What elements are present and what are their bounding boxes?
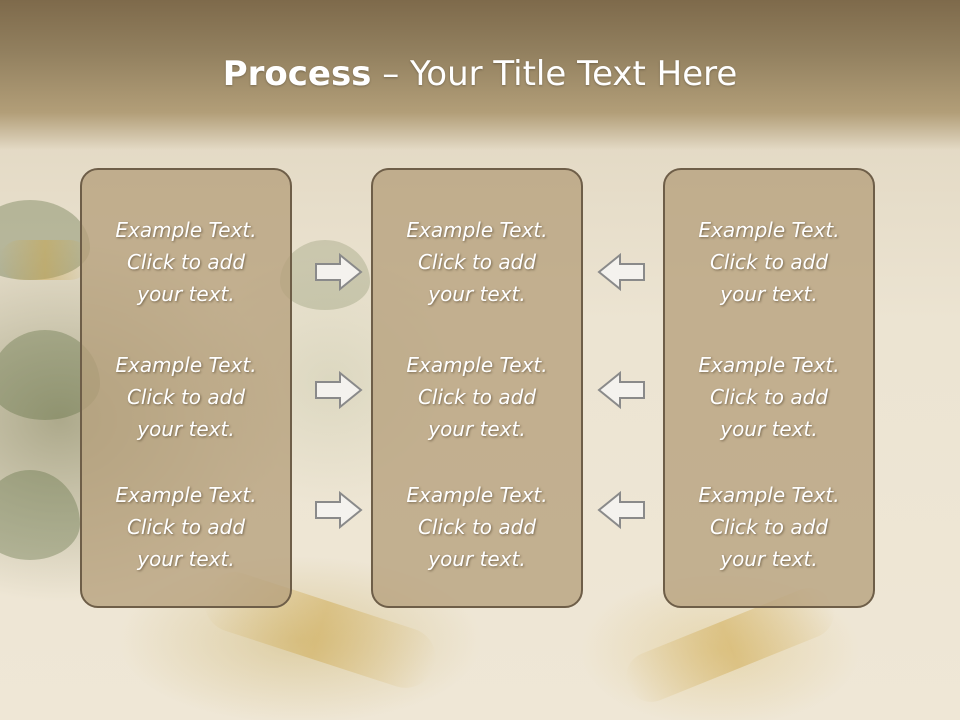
text-line: your text. [720, 282, 818, 306]
left-arrow-icon[interactable] [596, 252, 646, 292]
right-arrow-icon[interactable] [314, 370, 364, 410]
text-placeholder[interactable]: Example Text. Click to add your text. [82, 214, 290, 310]
title-bold-text: Process [222, 54, 372, 94]
text-placeholder[interactable]: Example Text. Click to add your text. [373, 214, 581, 310]
text-placeholder[interactable]: Example Text. Click to add your text. [373, 349, 581, 445]
title-rest-text: – Your Title Text Here [371, 54, 738, 94]
left-arrow-icon[interactable] [596, 370, 646, 410]
text-line: your text. [428, 547, 526, 571]
text-line: Click to add [417, 515, 537, 539]
text-placeholder[interactable]: Example Text. Click to add your text. [665, 479, 873, 575]
text-line: Example Text. [698, 218, 840, 242]
text-placeholder[interactable]: Example Text. Click to add your text. [665, 214, 873, 310]
process-box-left[interactable]: Example Text. Click to add your text. Ex… [80, 168, 292, 608]
right-arrow-icon[interactable] [314, 252, 364, 292]
text-line: Example Text. [406, 483, 548, 507]
text-line: your text. [137, 282, 235, 306]
text-line: Click to add [709, 515, 829, 539]
text-line: your text. [720, 417, 818, 441]
text-line: Click to add [709, 250, 829, 274]
left-arrow-icon[interactable] [596, 490, 646, 530]
text-line: your text. [137, 417, 235, 441]
header-band [0, 0, 960, 150]
text-line: Example Text. [698, 483, 840, 507]
ribbon-decoration [0, 240, 90, 280]
text-line: Example Text. [406, 353, 548, 377]
text-line: Click to add [417, 385, 537, 409]
process-box-right[interactable]: Example Text. Click to add your text. Ex… [663, 168, 875, 608]
leaf-decoration [0, 470, 80, 560]
text-line: Example Text. [115, 353, 257, 377]
text-placeholder[interactable]: Example Text. Click to add your text. [665, 349, 873, 445]
text-placeholder[interactable]: Example Text. Click to add your text. [373, 479, 581, 575]
text-line: Example Text. [115, 483, 257, 507]
text-line: Example Text. [698, 353, 840, 377]
text-line: Click to add [126, 250, 246, 274]
slide-title[interactable]: Process – Your Title Text Here [0, 52, 960, 96]
text-line: your text. [720, 547, 818, 571]
text-line: Example Text. [406, 218, 548, 242]
text-placeholder[interactable]: Example Text. Click to add your text. [82, 479, 290, 575]
text-line: Click to add [126, 515, 246, 539]
right-arrow-icon[interactable] [314, 490, 364, 530]
text-line: Click to add [417, 250, 537, 274]
text-line: Example Text. [115, 218, 257, 242]
text-line: your text. [137, 547, 235, 571]
text-line: Click to add [126, 385, 246, 409]
text-placeholder[interactable]: Example Text. Click to add your text. [82, 349, 290, 445]
text-line: your text. [428, 417, 526, 441]
text-line: your text. [428, 282, 526, 306]
text-line: Click to add [709, 385, 829, 409]
process-box-middle[interactable]: Example Text. Click to add your text. Ex… [371, 168, 583, 608]
